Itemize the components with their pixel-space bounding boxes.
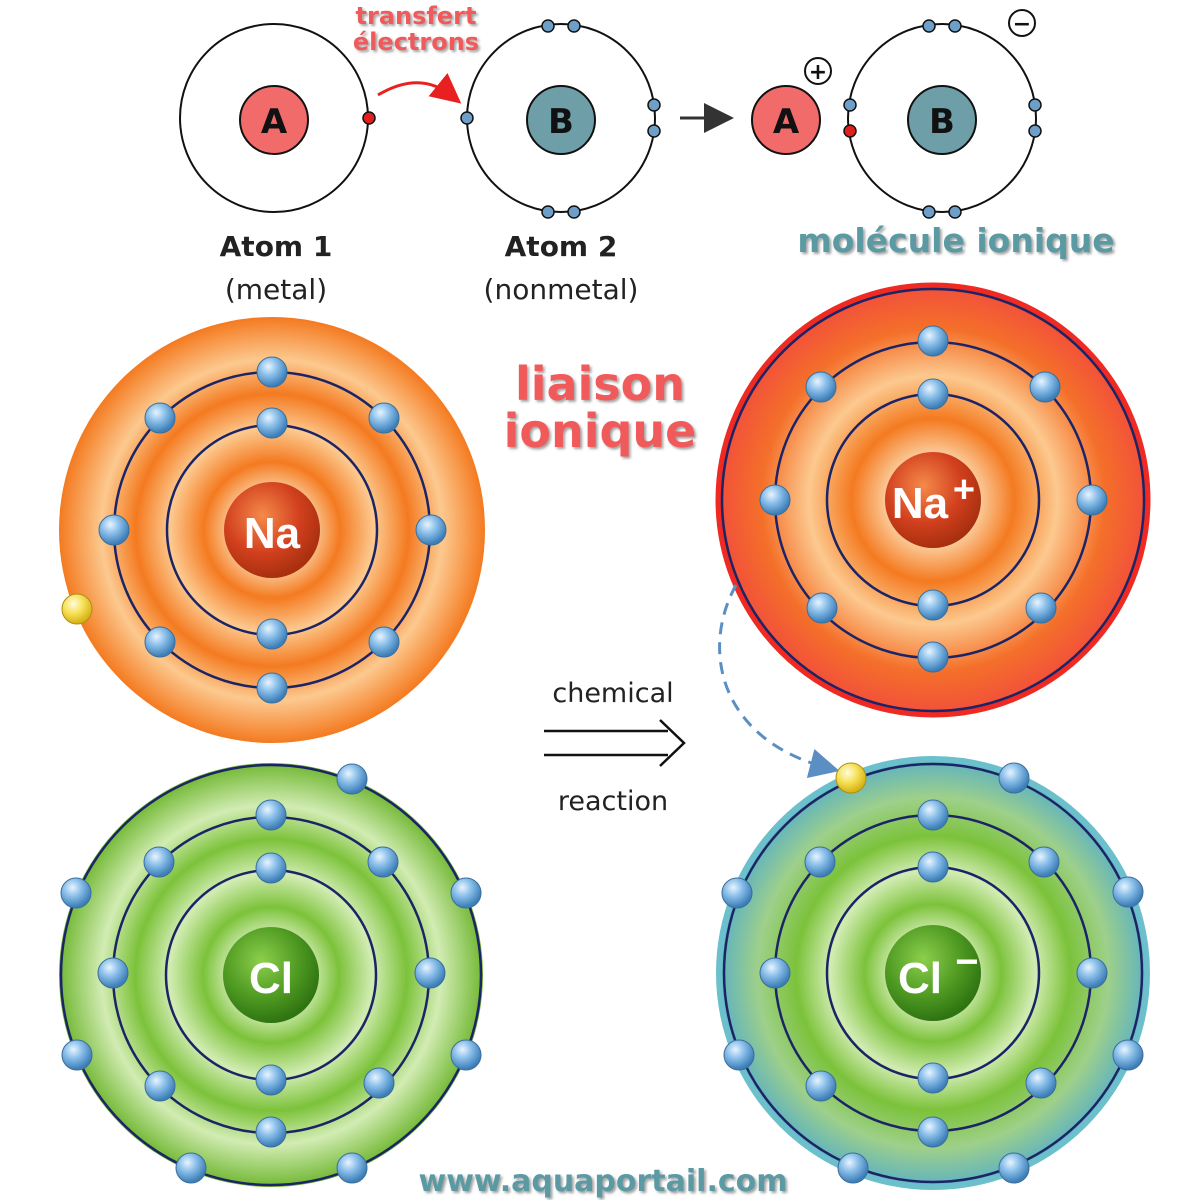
bond-label-line1: liaison	[515, 357, 685, 411]
anion-b-electrons	[843, 19, 1042, 219]
sodium-ion-charge: +	[953, 469, 975, 511]
chlorine-symbol: Cl	[249, 954, 293, 1003]
sodium-electrons	[98, 356, 447, 704]
atom1-title: Atom 1	[220, 230, 333, 263]
atom2-nucleus	[526, 85, 596, 155]
transfer-label-line1: transfert	[356, 2, 477, 30]
plus-charge-text: +	[809, 60, 827, 85]
atom2-nucleus-label: B	[548, 102, 574, 142]
chlorine-electrons	[60, 763, 482, 1184]
atom1-valence-electron	[362, 111, 376, 125]
sodium-symbol: Na	[244, 509, 301, 558]
transfer-arrow	[377, 73, 462, 104]
sodium-atom	[59, 317, 485, 743]
footer-url[interactable]: www.aquaportail.com	[418, 1164, 787, 1199]
chloride-gained-electron	[835, 762, 867, 794]
ionic-molecule-label: molécule ionique	[797, 221, 1114, 260]
chloride-ion	[716, 756, 1150, 1190]
chloride-ion-charge: −	[955, 940, 978, 984]
cation-a	[751, 85, 821, 155]
minus-charge-icon	[1008, 9, 1036, 37]
sodium-ion-electrons	[759, 325, 1108, 673]
plus-charge-icon	[804, 57, 832, 85]
atom1-nucleus	[239, 85, 309, 155]
atom2-subtitle: (nonmetal)	[484, 273, 639, 306]
chloride-ion-symbol: Cl	[898, 954, 942, 1003]
chlorine-atom	[59, 763, 483, 1187]
anion-b-gained-electron	[843, 124, 857, 138]
chloride-ion-electrons	[721, 762, 1144, 1184]
transfer-label-line2: électrons	[353, 28, 479, 56]
anion-b-nucleus	[907, 85, 977, 155]
double-arrow-icon	[544, 719, 686, 767]
atom2-title: Atom 2	[505, 230, 618, 263]
atom1-subtitle: (metal)	[225, 273, 327, 306]
atom2-electrons	[460, 19, 661, 219]
minus-charge-text: −	[1013, 12, 1031, 37]
electron-transfer-arrow	[718, 584, 840, 778]
sodium-ion-symbol: Na	[892, 479, 949, 528]
sodium-ion	[715, 282, 1151, 718]
cation-a-label: A	[773, 102, 800, 142]
atom1-nucleus-label: A	[261, 102, 288, 142]
sodium-valence-electron	[61, 593, 93, 625]
reaction-label-bottom: reaction	[558, 786, 668, 817]
bond-label-line2: ionique	[504, 404, 697, 458]
anion-b-label: B	[929, 102, 955, 142]
reaction-label-top: chemical	[552, 678, 673, 709]
